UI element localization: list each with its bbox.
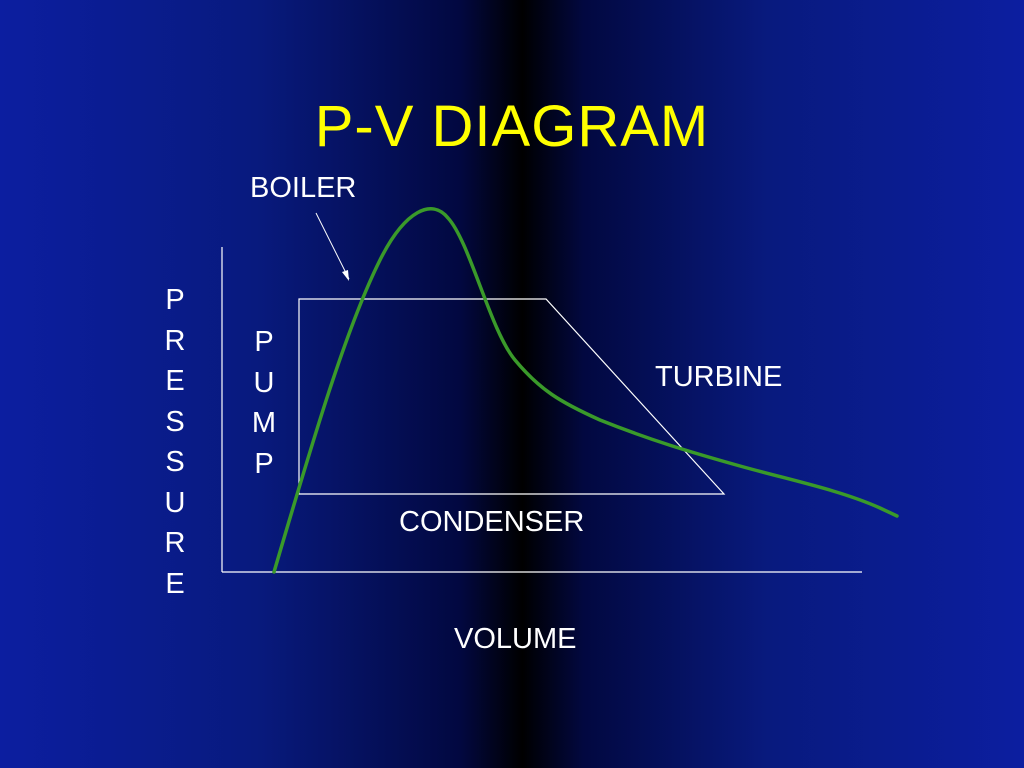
- pressure-label: P R E S S U R E: [157, 280, 193, 604]
- pump-label: P U M P: [245, 322, 283, 484]
- volume-label: VOLUME: [454, 623, 577, 655]
- pressure-letter: U: [164, 486, 186, 519]
- boiler-label: BOILER: [250, 172, 357, 204]
- turbine-label: TURBINE: [655, 361, 783, 393]
- cycle-outline: [298, 298, 726, 495]
- pump-letter: U: [253, 366, 275, 399]
- pressure-letter: E: [165, 567, 185, 600]
- pressure-letter: E: [165, 365, 185, 397]
- pressure-letter: S: [165, 446, 185, 478]
- pump-letter: P: [254, 447, 274, 480]
- condenser-label: CONDENSER: [399, 506, 585, 538]
- boiler-arrow: [315, 212, 350, 280]
- pressure-letter: S: [165, 405, 185, 438]
- saturation-curve: [272, 207, 899, 574]
- boiler-arrowhead: [342, 270, 349, 281]
- pump-letter: P: [254, 326, 274, 358]
- pressure-letter: R: [164, 324, 186, 357]
- pump-letter: M: [251, 407, 277, 439]
- pressure-letter: R: [164, 527, 186, 559]
- slide-title: P-V DIAGRAM: [314, 94, 710, 159]
- pressure-letter: P: [165, 284, 185, 316]
